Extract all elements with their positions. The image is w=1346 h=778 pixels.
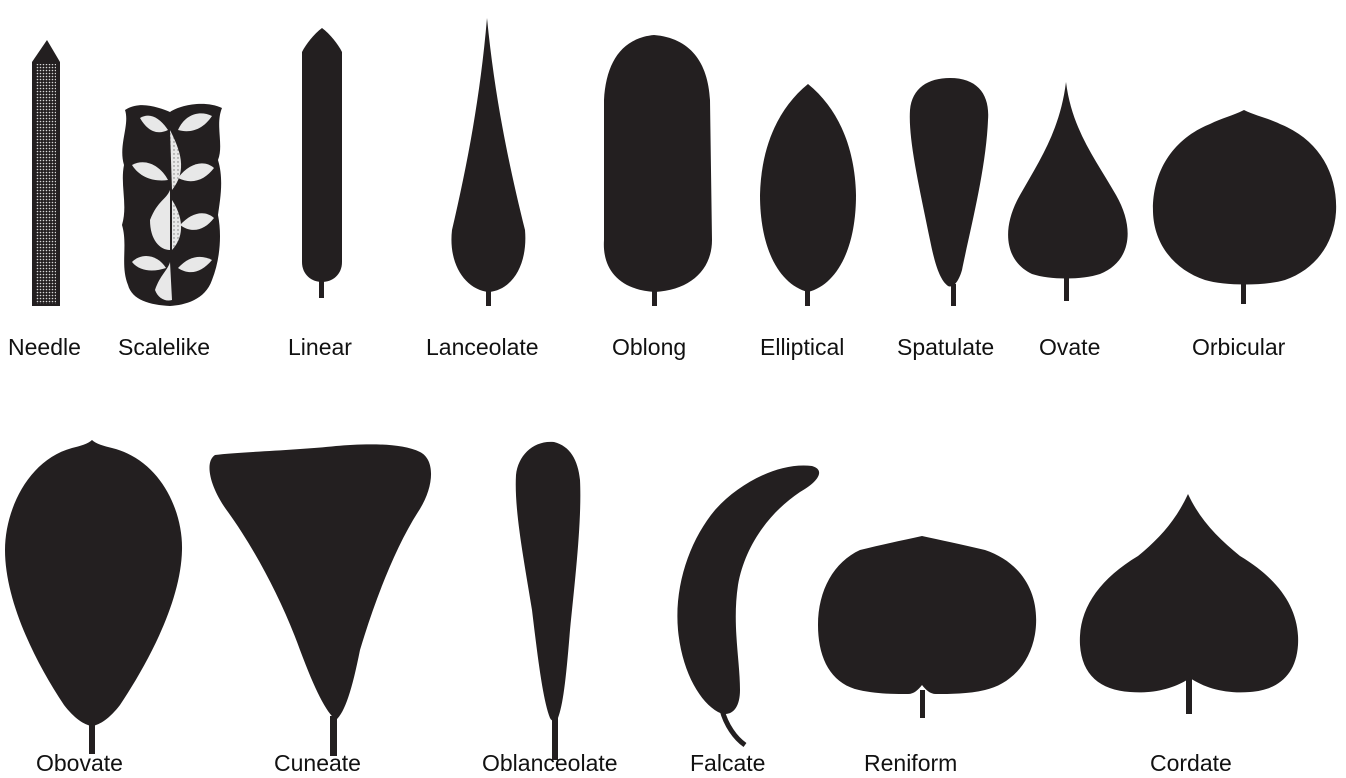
label-spatulate: Spatulate <box>897 334 994 360</box>
orbicular-leaf <box>1153 110 1336 304</box>
ovate-leaf <box>1008 82 1128 301</box>
label-orbicular: Orbicular <box>1192 334 1286 360</box>
reniform-leaf <box>818 536 1036 718</box>
label-needle: Needle <box>8 334 81 360</box>
label-scalelike: Scalelike <box>118 334 210 360</box>
spatulate-leaf <box>910 78 988 306</box>
oblanceolate-leaf <box>516 442 581 760</box>
lanceolate-leaf <box>451 18 525 306</box>
label-ovate: Ovate <box>1039 334 1100 360</box>
label-oblanceolate: Oblanceolate <box>482 750 618 776</box>
label-cordate: Cordate <box>1150 750 1232 776</box>
scalelike-leaf <box>122 104 222 306</box>
elliptical-leaf <box>760 84 856 306</box>
cuneate-leaf <box>209 444 431 756</box>
label-linear: Linear <box>288 334 352 360</box>
label-reniform: Reniform <box>864 750 957 776</box>
falcate-leaf <box>677 465 819 745</box>
label-obovate: Obovate <box>36 750 123 776</box>
oblong-leaf <box>604 35 712 306</box>
row1-labels: Needle Scalelike Linear Lanceolate Oblon… <box>8 334 1286 360</box>
label-cuneate: Cuneate <box>274 750 361 776</box>
linear-leaf <box>302 28 342 298</box>
label-elliptical: Elliptical <box>760 334 844 360</box>
label-oblong: Oblong <box>612 334 686 360</box>
obovate-leaf <box>5 440 182 754</box>
cordate-leaf <box>1080 494 1298 714</box>
label-falcate: Falcate <box>690 750 765 776</box>
needle-leaf <box>32 40 60 306</box>
row2-labels: Obovate Cuneate Oblanceolate Falcate Ren… <box>36 750 1232 776</box>
label-lanceolate: Lanceolate <box>426 334 539 360</box>
